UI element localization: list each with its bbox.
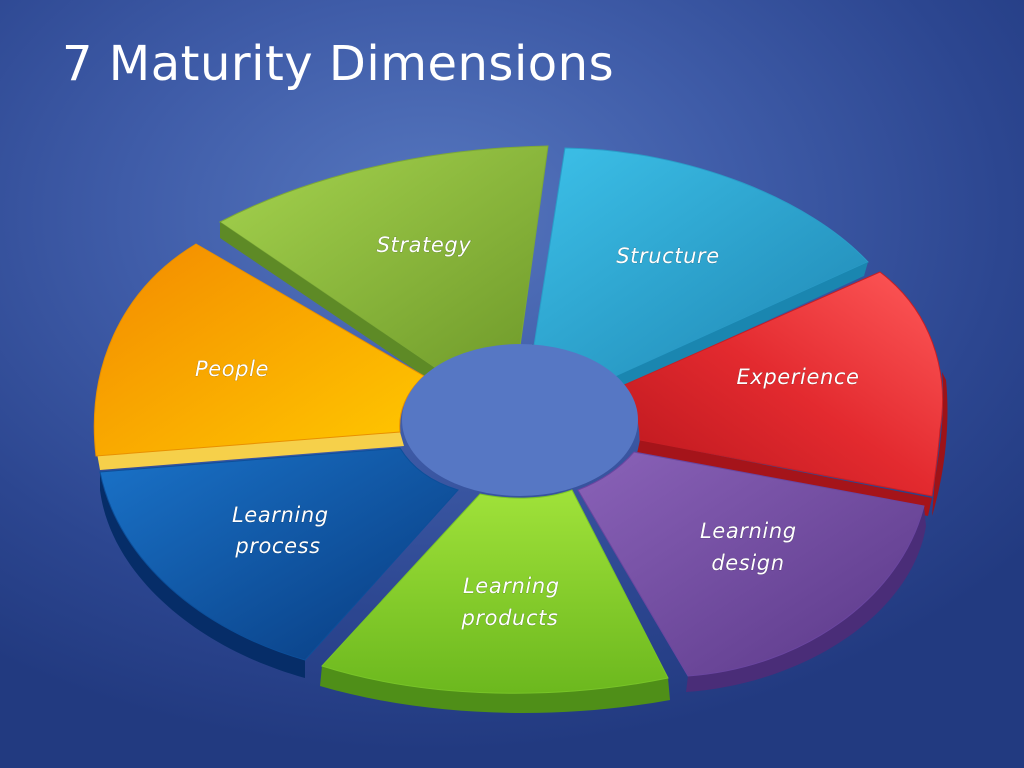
label-strategy: Strategy: [377, 233, 472, 257]
segment-labels: Strategy Structure Experience Learning d…: [195, 233, 860, 631]
label-learning-products: Learning products: [461, 574, 567, 630]
slide-title: 7 Maturity Dimensions: [62, 36, 615, 92]
label-people: People: [195, 357, 269, 381]
segment-learning-design[interactable]: [577, 451, 925, 677]
segment-learning-process[interactable]: [99, 447, 459, 661]
ring-center-hole: [402, 344, 638, 496]
label-learning-process: Learning process: [232, 503, 336, 558]
label-structure: Structure: [616, 244, 720, 268]
segment-people[interactable]: [93, 243, 425, 457]
label-experience: Experience: [736, 365, 859, 389]
segment-learning-products[interactable]: [321, 489, 669, 694]
label-learning-design: Learning design: [700, 519, 804, 575]
